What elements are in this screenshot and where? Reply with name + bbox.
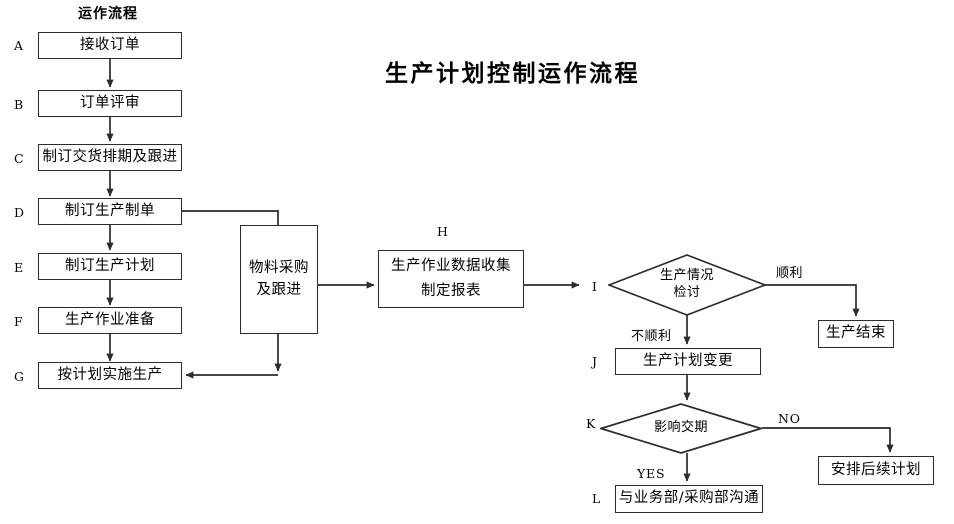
step-tag-a: A bbox=[14, 38, 24, 53]
node-production-end-label: 生产结束 bbox=[826, 325, 886, 342]
edge-label-not-smooth: 不顺利 bbox=[630, 325, 673, 344]
node-material-line1: 物料采购 bbox=[249, 259, 309, 276]
node-l-label: 与业务部/采购部沟通 bbox=[618, 490, 760, 507]
node-i-production-review[interactable]: 生产情况 检讨 bbox=[608, 254, 766, 316]
step-tag-i: I bbox=[592, 279, 597, 294]
node-h-line1: 生产作业数据收集 bbox=[391, 257, 511, 274]
node-j-label: 生产计划变更 bbox=[643, 352, 733, 369]
node-k-label: 影响交期 bbox=[653, 420, 708, 436]
node-i-line2: 检讨 bbox=[673, 285, 701, 300]
edge-label-no: NO bbox=[777, 411, 802, 426]
node-c-label: 制订交货排期及跟进 bbox=[42, 148, 178, 165]
step-tag-j: J bbox=[592, 354, 598, 369]
node-followup-plan[interactable]: 安排后续计划 bbox=[818, 456, 934, 485]
node-a-receive-order[interactable]: 接收订单 bbox=[38, 32, 182, 59]
node-h-line2: 制定报表 bbox=[421, 283, 481, 299]
node-g-label: 按计划实施生产 bbox=[57, 366, 163, 383]
step-tag-f: F bbox=[14, 314, 23, 329]
edge-label-smooth: 顺利 bbox=[775, 262, 805, 281]
node-j-plan-change[interactable]: 生产计划变更 bbox=[615, 348, 761, 375]
step-tag-b: B bbox=[14, 97, 24, 112]
edge-label-yes: YES bbox=[636, 466, 667, 481]
node-e-production-plan[interactable]: 制订生产计划 bbox=[38, 253, 182, 280]
node-l-communicate-depts[interactable]: 与业务部/采购部沟通 bbox=[615, 485, 763, 513]
node-e-label: 制订生产计划 bbox=[65, 257, 155, 274]
node-k-affect-delivery[interactable]: 影响交期 bbox=[600, 403, 762, 454]
node-material-line2: 及跟进 bbox=[256, 281, 302, 298]
step-tag-k: K bbox=[586, 416, 596, 431]
node-k-text: 影响交期 bbox=[600, 403, 762, 454]
node-d-label: 制订生产制单 bbox=[65, 202, 155, 219]
node-g-execute-plan[interactable]: 按计划实施生产 bbox=[38, 362, 182, 389]
node-production-end[interactable]: 生产结束 bbox=[818, 320, 894, 348]
node-b-label: 订单评审 bbox=[80, 94, 140, 111]
node-i-text: 生产情况 检讨 bbox=[608, 254, 766, 316]
step-tag-h: H bbox=[437, 224, 448, 239]
node-f-production-prep[interactable]: 生产作业准备 bbox=[38, 307, 182, 334]
node-material-purchasing[interactable]: 物料采购 及跟进 bbox=[240, 225, 318, 334]
node-f-label: 生产作业准备 bbox=[65, 311, 155, 328]
node-h-data-collection[interactable]: 生产作业数据收集 制定报表 bbox=[378, 250, 524, 308]
node-d-production-order[interactable]: 制订生产制单 bbox=[38, 198, 182, 225]
column-header-operation-flow: 运作流程 bbox=[78, 6, 138, 22]
node-b-order-review[interactable]: 订单评审 bbox=[38, 90, 182, 117]
page-title: 生产计划控制运作流程 bbox=[385, 61, 640, 87]
step-tag-d: D bbox=[14, 205, 25, 220]
node-followup-plan-label: 安排后续计划 bbox=[831, 461, 921, 478]
step-tag-e: E bbox=[14, 260, 24, 275]
node-a-label: 接收订单 bbox=[80, 36, 140, 53]
step-tag-c: C bbox=[14, 151, 24, 166]
step-tag-g: G bbox=[14, 369, 24, 384]
step-tag-l: L bbox=[592, 491, 601, 506]
node-i-line1: 生产情况 bbox=[659, 268, 714, 284]
node-c-delivery-schedule[interactable]: 制订交货排期及跟进 bbox=[38, 144, 182, 171]
